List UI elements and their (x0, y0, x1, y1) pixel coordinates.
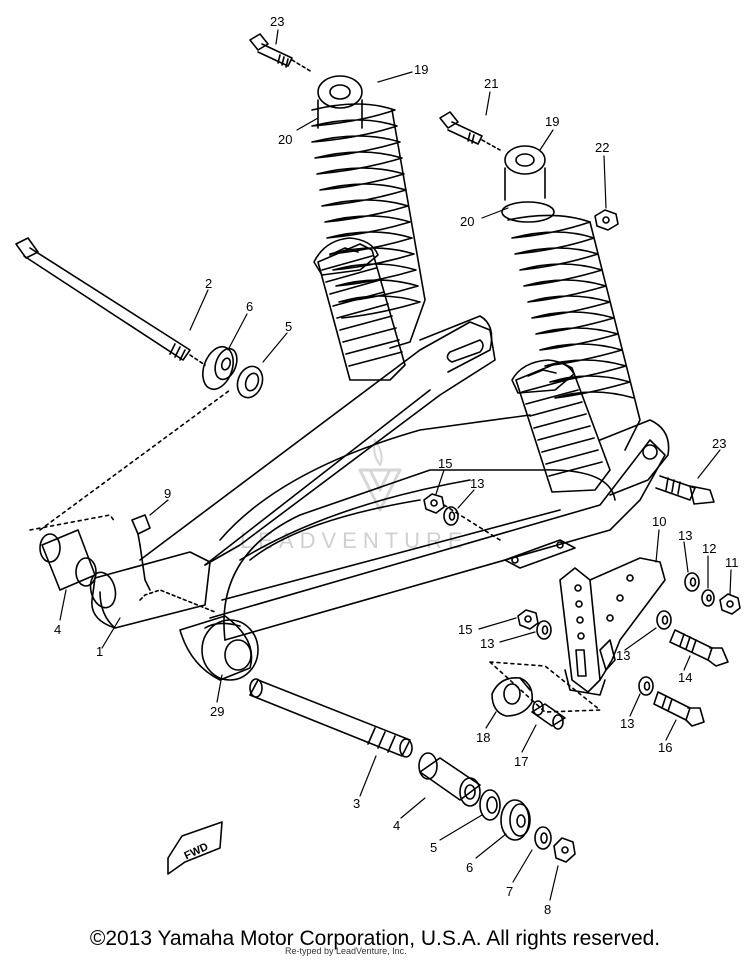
callout-18: 18 (476, 730, 490, 745)
bushing-part-29 (204, 622, 241, 629)
callout-leaders (59, 29, 732, 901)
right-spring (507, 214, 635, 399)
overprint-text: Re-typed by LeadVenture, Inc. (285, 946, 407, 956)
upper-bolt-left-part-23 (249, 33, 313, 73)
nut-part-15-upper (423, 493, 445, 514)
nut-part-8 (553, 837, 576, 863)
callout-12: 12 (702, 541, 716, 556)
callout-13-mid: 13 (480, 636, 494, 651)
bushing-part-4-upper (39, 529, 97, 591)
callout-21: 21 (484, 76, 498, 91)
callout-14: 14 (678, 670, 692, 685)
callout-4-lower: 4 (393, 818, 400, 833)
callout-8: 8 (544, 902, 551, 917)
assembly-outline-dashed (489, 661, 601, 713)
callout-numbers: 23 19 20 21 19 22 20 2 6 5 23 15 13 9 10… (54, 14, 739, 917)
bushing-part-4-lower (418, 752, 481, 807)
nut-part-11 (719, 593, 741, 615)
swing-arm-part-1 (89, 315, 670, 681)
washer-part-13-right (684, 572, 700, 592)
callout-5-upper: 5 (285, 319, 292, 334)
washer-part-13-bolt14 (656, 610, 672, 630)
callout-13-bolt14: 13 (616, 648, 630, 663)
callout-19-left: 19 (414, 62, 428, 77)
bracket-part-10 (559, 557, 666, 696)
washer-part-13-upper (443, 506, 459, 526)
washer-part-5-upper (236, 365, 264, 399)
grease-nipple-part-9 (131, 514, 151, 591)
assembly-line-upper (39, 389, 231, 531)
callout-10: 10 (652, 514, 666, 529)
shock-absorber-right (501, 145, 641, 493)
assembly-line-bushing (29, 514, 116, 531)
callout-20-left: 20 (278, 132, 292, 147)
fwd-label: FWD (182, 841, 210, 862)
callout-23-top: 23 (270, 14, 284, 29)
nut-part-15-lower (517, 609, 539, 630)
callout-22: 22 (595, 140, 609, 155)
bolt-part-16 (653, 691, 705, 727)
bolt-part-14 (669, 629, 729, 667)
forward-direction-arrow: FWD (167, 821, 223, 875)
callout-15-upper: 15 (438, 456, 452, 471)
callout-29: 29 (210, 704, 224, 719)
pivot-shaft-part-2 (15, 237, 206, 366)
damper-part-18 (491, 677, 534, 717)
callout-13-upper: 13 (470, 476, 484, 491)
upper-bolt-right-part-21 (439, 111, 501, 151)
callout-9: 9 (164, 486, 171, 501)
collar-part-17 (531, 700, 566, 730)
nut-part-22 (594, 209, 619, 231)
washer-part-13-lower (536, 620, 552, 640)
callout-4-upper: 4 (54, 622, 61, 637)
callout-23-right: 23 (712, 436, 726, 451)
callout-19-right: 19 (545, 114, 559, 129)
washer-part-7 (534, 826, 552, 850)
callout-1: 1 (96, 644, 103, 659)
shock-absorber-left (311, 75, 426, 381)
washer-part-13-bolt16 (638, 676, 654, 696)
oil-seal-part-6-lower (500, 799, 531, 841)
callout-13-right: 13 (678, 528, 692, 543)
callout-2: 2 (205, 276, 212, 291)
spring-washer-part-12 (701, 589, 715, 607)
copyright-notice: ©2013 Yamaha Motor Corporation, U.S.A. A… (89, 927, 661, 950)
callout-17: 17 (514, 754, 528, 769)
callout-3: 3 (353, 796, 360, 811)
pivot-shaft-part-3 (249, 678, 413, 758)
callout-16: 16 (658, 740, 672, 755)
callout-6-upper: 6 (246, 299, 253, 314)
left-spring (311, 103, 421, 319)
lower-bolt-right-part-23 (655, 475, 715, 505)
callout-13-bolt16: 13 (620, 716, 634, 731)
callout-6-lower: 6 (466, 860, 473, 875)
callout-7: 7 (506, 884, 513, 899)
oil-seal-part-6-upper (202, 345, 238, 391)
callout-11: 11 (725, 555, 739, 570)
washer-part-5-lower (479, 789, 501, 821)
callout-15-lower: 15 (458, 622, 472, 637)
callout-5-lower: 5 (430, 840, 437, 855)
callout-20-right: 20 (460, 214, 474, 229)
